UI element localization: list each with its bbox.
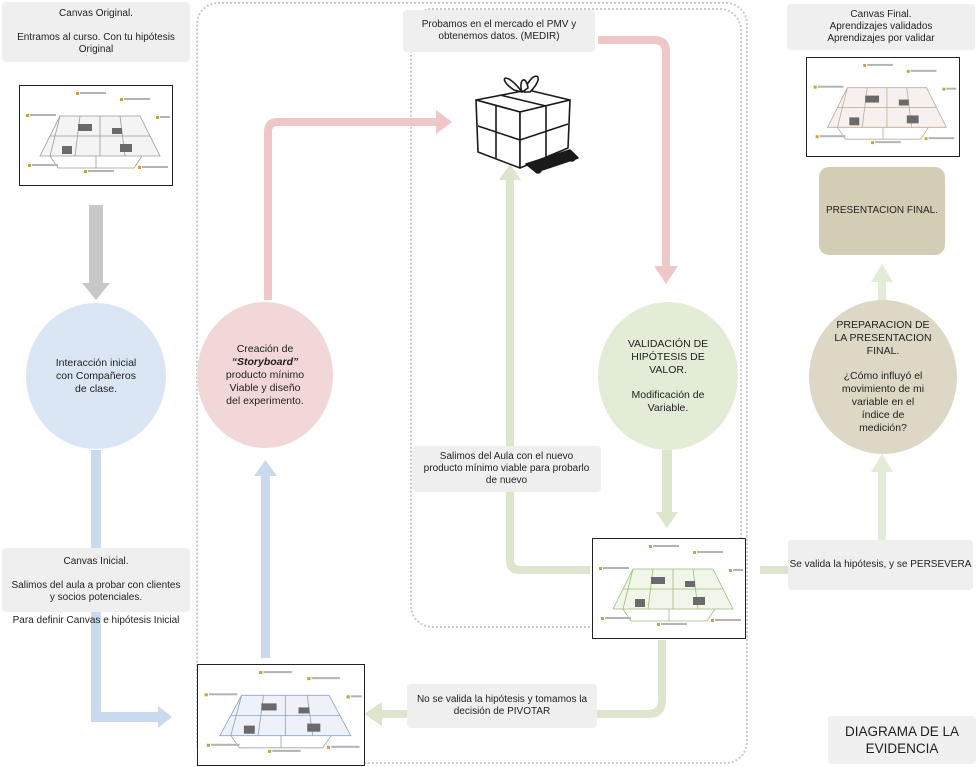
preparation-line6: movimiento de mi [841, 383, 925, 395]
validation-line1: VALIDACIÓN DE [627, 337, 709, 350]
preparation-line8: índice de [861, 409, 905, 421]
storyboard-line4: Viable y diseño [229, 381, 301, 394]
canvas-original-box: Canvas Original. Entramos al curso. Con … [2, 2, 190, 62]
market-line1: Probamos en el mercado el PMV y [421, 19, 577, 30]
canvas-final-box: Canvas Final. Aprendizajes validados Apr… [787, 4, 975, 50]
circle-value-validation: VALIDACIÓN DE HIPÓTESIS DE VALOR. Modifi… [598, 302, 738, 450]
pivot-line2: decisión de PIVOTAR [453, 706, 551, 717]
storyboard-line5: del experimento. [226, 394, 304, 407]
arrow-preparation-to-presentation [871, 264, 893, 304]
final-canvas-line3: Aprendizajes por validar [827, 33, 935, 44]
preparation-line1: PREPARACION DE [836, 319, 930, 331]
canvas-initial-box: Canvas Inicial. Salimos del aula a proba… [2, 548, 190, 612]
salimos-line3: de nuevo [485, 475, 528, 486]
storyboard-line1: Creación de [236, 342, 294, 355]
business-canvas-icon [26, 92, 170, 173]
interaction-line2: con Compañeros [56, 369, 136, 382]
arrow-original-to-interaction [82, 205, 110, 300]
market-test-box: Probamos en el mercado el PMV y obtenemo… [403, 10, 595, 52]
diagram-title-line1: DIAGRAMA DE LA [844, 724, 960, 739]
pivot-decision-box: No se valida la hipótesis y tomamos la d… [407, 684, 597, 728]
presentation-label: PRESENTACION FINAL. [825, 205, 939, 216]
business-canvas-icon [204, 671, 362, 753]
arrow-canvas-back-to-gift [499, 164, 590, 574]
final-canvas-line1: Canvas Final. [850, 9, 912, 20]
canvas-initial-thumbnail [197, 664, 365, 766]
canvas-initial-line4: y socios potenciales. [49, 592, 143, 603]
circle-storyboard: Creación de “Storyboard” producto mínimo… [197, 302, 333, 448]
canvas-original-title: Canvas Original. [59, 8, 133, 19]
storyboard-line2: “Storyboard” [231, 355, 299, 368]
canvas-original-line2 [2, 20, 190, 32]
interaction-line1: Interacción inicial [55, 356, 137, 369]
canvas-final-thumbnail [806, 57, 960, 157]
arrow-interaction-to-canvas-initial [91, 450, 172, 728]
validation-line6: Variable. [647, 401, 689, 414]
salimos-line2: producto mínimo viable para probarlo [423, 463, 590, 474]
canvas-initial-line2 [2, 568, 190, 580]
diagram-title-box: DIAGRAMA DE LA EVIDENCIA [828, 716, 976, 764]
validation-line2: HIPÓTESIS DE [631, 350, 705, 363]
arrow-canvas-to-storyboard [254, 460, 277, 658]
canvas-initial-caption: Para definir Canvas e hipótesis Inicial [12, 615, 180, 626]
diagram-title-line2: EVIDENCIA [865, 741, 939, 756]
new-mvp-test-box: Salimos del Aula con el nuevo producto m… [412, 446, 601, 492]
preparation-line9: medición? [859, 422, 907, 434]
validation-line5: Modificación de [631, 388, 705, 401]
circle-presentation-preparation: PREPARACION DE LA PRESENTACION FINAL. ¿C… [809, 300, 957, 454]
arrow-persevera-to-preparation [871, 454, 893, 540]
canvas-iteration-thumbnail [592, 538, 746, 639]
persevere-decision-box: Se valida la hipótesis, y se PERSEVERA [788, 540, 973, 590]
final-presentation-box: PRESENTACION FINAL. [819, 167, 945, 255]
pivot-line1: No se valida la hipótesis y tomamos la [416, 694, 588, 705]
canvas-original-thumbnail [19, 85, 173, 186]
preparation-line7: variable en el [851, 396, 915, 408]
validation-line3: VALOR. [649, 363, 687, 376]
arrow-validation-to-canvas [656, 450, 678, 528]
loop-frame-inner [410, 8, 742, 628]
market-line2: obtenemos datos. (MEDIR) [438, 31, 560, 42]
gift-box-icon [475, 75, 579, 174]
business-canvas-icon [813, 63, 957, 145]
interaction-line3: de clase. [74, 382, 118, 395]
storyboard-line3: producto mínimo [225, 368, 305, 381]
arrow-gift-to-validation [598, 36, 678, 284]
final-canvas-line2: Aprendizajes validados [829, 21, 933, 32]
canvas-initial-line3: Salimos del aula a probar con clientes [11, 580, 181, 591]
circle-initial-interaction: Interacción inicial con Compañeros de cl… [26, 303, 166, 449]
canvas-original-line3: Entramos al curso. Con tu hipótesis [17, 32, 175, 43]
business-canvas-icon [599, 545, 743, 626]
arrow-canvas-to-persevera [760, 566, 788, 574]
canvas-initial-title: Canvas Inicial. [63, 556, 129, 567]
preparation-line3: FINAL. [866, 345, 900, 357]
canvas-original-line4: Original [78, 44, 114, 55]
persevera-line1: Se valida la hipótesis, y se PERSEVERA [789, 559, 972, 570]
preparation-line2: LA PRESENTACION [834, 332, 932, 344]
preparation-line5: ¿Cómo influyó el [843, 370, 923, 382]
arrow-storyboard-to-gift [264, 110, 452, 300]
salimos-line1: Salimos del Aula con el nuevo [439, 451, 574, 462]
